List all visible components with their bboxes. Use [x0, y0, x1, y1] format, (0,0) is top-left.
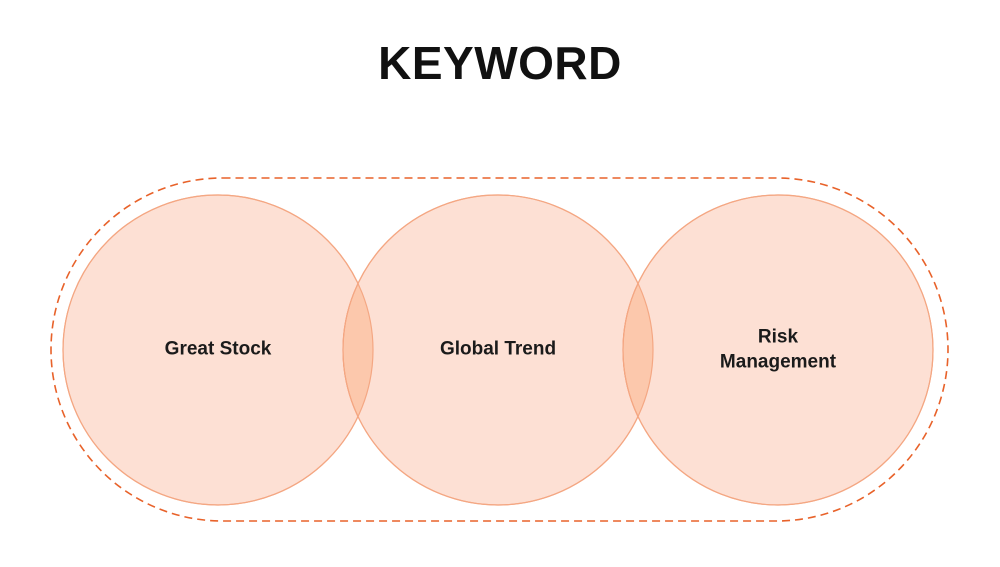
venn-label-risk-management: Risk Management [719, 326, 837, 372]
page-title: KEYWORD [378, 37, 622, 89]
venn-circle-outline-1 [62, 194, 374, 506]
venn-label-great-stock: Great Stock [164, 338, 272, 360]
outer-dashed-boundary [50, 177, 949, 522]
venn-circle-outline-3 [622, 194, 934, 506]
venn-circle-outline-2 [342, 194, 654, 506]
venn-label-global-trend: Global Trend [439, 338, 557, 360]
